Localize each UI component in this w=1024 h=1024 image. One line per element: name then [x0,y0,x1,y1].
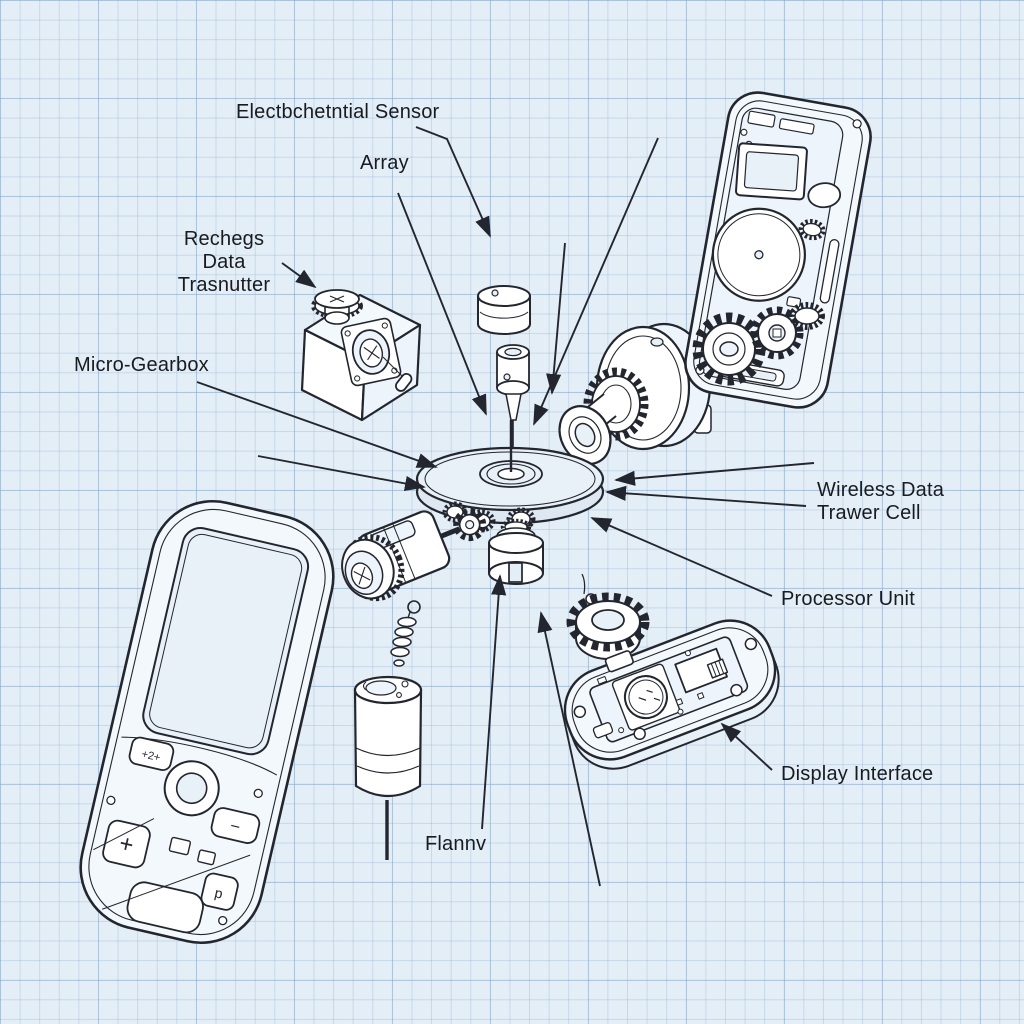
micro-gearbox-motor [341,508,487,602]
arrow-wireless-1 [614,462,815,486]
spring [390,600,421,667]
label-micro-gearbox: Micro-Gearbox [74,354,209,376]
arrow-gearbox-1 [196,381,438,468]
label-processor-unit: Processor Unit [781,588,915,610]
label-sensor-array: Array [360,152,409,174]
arrow-gearbox-2 [257,455,426,491]
device-mode-button-label: +2+ [140,748,161,764]
battery-cell [353,675,423,860]
arrow-array [397,192,487,416]
sensor-cap [477,285,531,335]
device-front-shell: +2+ − + p [79,499,335,945]
arrow-display [720,722,773,771]
leader-arrows [196,126,815,887]
arrow-sensor [415,126,491,238]
arrow-long-right [533,137,659,426]
arrow-flannv [481,574,507,830]
label-wireless-cell-line2: Trawer Cell [817,502,921,524]
arrow-mid [546,242,566,395]
arrow-processor [590,517,773,597]
label-wireless-cell-line1: Wireless Data [817,479,945,501]
panel-gears [692,302,825,386]
device-small-button-label: p [213,884,224,901]
device-minus-button-label: − [228,816,242,837]
crown-gear [566,573,650,660]
label-data-transmitter-line2: Trasnutter [177,274,271,296]
device-plus-button-label: + [117,830,137,859]
arrow-transmitter [281,262,317,289]
arrow-lower-stray [537,611,601,887]
processor-pcb [563,619,780,770]
label-flannv: Flannv [425,833,487,855]
data-transmitter-box [300,289,422,422]
label-wireless-cell: Wireless Data Trawer Cell [817,479,944,525]
retainer-cap [488,518,544,585]
label-data-transmitter-line1: Rechegs Data [183,228,265,273]
label-display-interface: Display Interface [781,763,934,785]
arrow-wireless-2 [605,485,807,507]
label-electrochemical-sensor: Electbchetntial Sensor [236,101,440,123]
label-data-transmitter: Rechegs Data Trasnutter [164,228,284,297]
